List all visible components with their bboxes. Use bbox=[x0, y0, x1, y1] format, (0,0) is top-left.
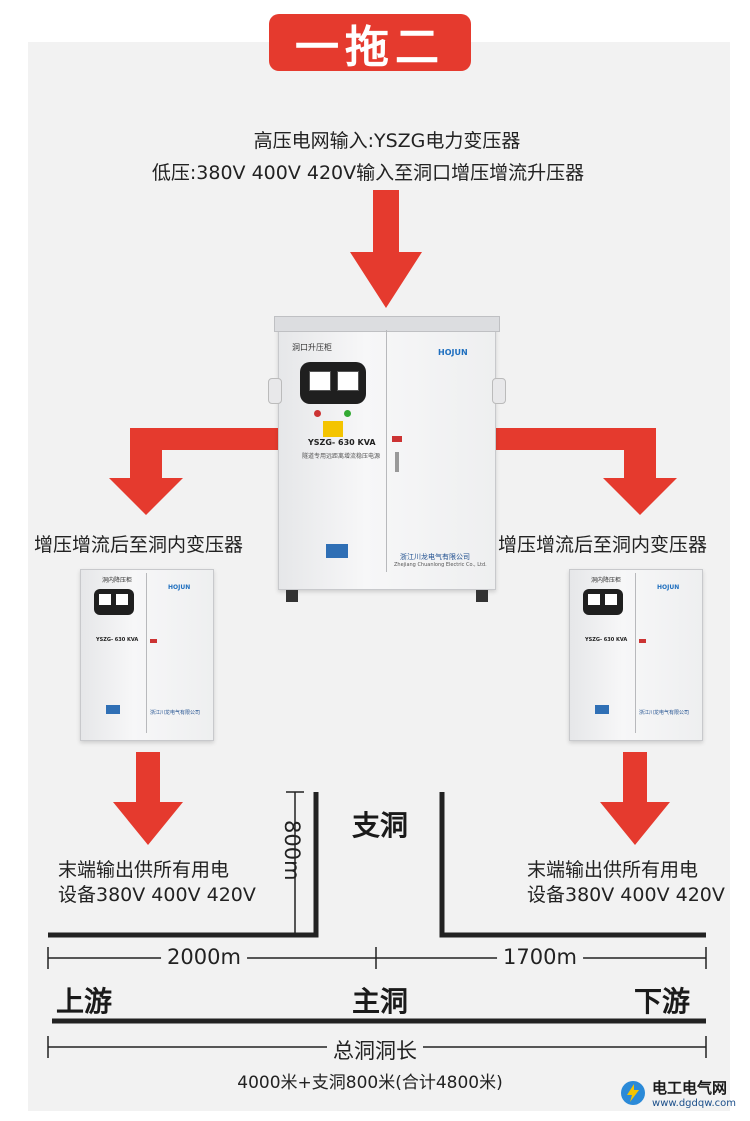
output-right-line1: 末端输出供所有用电 bbox=[527, 859, 699, 881]
main-brand: HOJUN bbox=[438, 348, 468, 357]
main-model-prefix: YSZG- bbox=[308, 438, 336, 447]
main-model-value: 630 bbox=[338, 438, 355, 447]
indicator-red-icon bbox=[314, 410, 321, 417]
ammeter-icon bbox=[337, 371, 359, 391]
right-brand: HOJUN bbox=[657, 584, 680, 591]
main-maker-en: Zhejiang Chuanlong Electric Co., Ltd. bbox=[394, 562, 487, 568]
tunnel-wall-left bbox=[48, 792, 319, 938]
left-brand: HOJUN bbox=[168, 584, 191, 591]
output-label-left: 末端输出供所有用电 设备380V 400V 420V bbox=[58, 858, 256, 908]
input-line-1: 高压电网输入:YSZG电力变压器 bbox=[253, 130, 521, 152]
left-model-prefix: YSZG- bbox=[96, 637, 114, 643]
meter-panel bbox=[300, 362, 366, 404]
ammeter-icon bbox=[605, 594, 617, 605]
cabinet-foot-left bbox=[286, 590, 298, 602]
meter-panel bbox=[583, 589, 623, 615]
diagram-title: 一拖二 bbox=[269, 14, 471, 73]
right-branch-arrow bbox=[493, 428, 677, 515]
branch-label-right: 增压增流后至洞内变压器 bbox=[498, 534, 708, 556]
main-down-arrow bbox=[350, 190, 422, 308]
voltmeter-icon bbox=[588, 594, 600, 605]
warning-label-icon bbox=[323, 421, 343, 437]
door-tag-icon bbox=[639, 639, 646, 643]
right-transformer-cabinet: 洞内降压柜 HOJUN YSZG- 630 KVA 浙江川龙电气有限公司 bbox=[569, 569, 703, 741]
total-length-description: 4000米+支洞800米(合计4800米) bbox=[237, 1073, 503, 1093]
tunnel-wall-right bbox=[439, 792, 706, 938]
output-right-line2: 设备380V 400V 420V bbox=[527, 884, 725, 906]
output-label-right: 末端输出供所有用电 设备380V 400V 420V bbox=[527, 858, 725, 908]
door-seam bbox=[635, 573, 636, 733]
voltmeter-icon bbox=[309, 371, 331, 391]
right-distance-label: 1700m bbox=[497, 945, 583, 969]
ammeter-icon bbox=[116, 594, 128, 605]
door-handle-icon bbox=[395, 452, 399, 472]
door-tag-icon bbox=[392, 436, 402, 442]
right-output-arrow bbox=[600, 752, 670, 845]
main-subtitle: 隧道专用远距离增流稳压电源 bbox=[302, 453, 381, 460]
right-model-prefix: YSZG- bbox=[585, 637, 603, 643]
left-model-value: 630 bbox=[114, 637, 126, 643]
input-line-2: 低压:380V 400V 420V输入至洞口增压增流升压器 bbox=[151, 162, 585, 184]
lifting-lug-left bbox=[268, 378, 282, 404]
main-maker: 浙江川龙电气有限公司 bbox=[400, 553, 470, 561]
watermark-name: 电工电气网 bbox=[652, 1079, 728, 1097]
cabinet-roof bbox=[274, 316, 500, 332]
meter-panel bbox=[94, 589, 134, 615]
cert-badge-icon bbox=[595, 705, 609, 714]
door-seam bbox=[386, 330, 387, 572]
upstream-label: 上游 bbox=[56, 985, 113, 1018]
door-seam bbox=[146, 573, 147, 733]
total-length-label: 总洞洞长 bbox=[327, 1035, 423, 1065]
output-left-line1: 末端输出供所有用电 bbox=[58, 859, 230, 881]
left-distance-label: 2000m bbox=[161, 945, 247, 969]
right-model-unit: KVA bbox=[615, 637, 628, 643]
door-tag-icon bbox=[150, 639, 157, 643]
cert-badge-icon bbox=[106, 705, 120, 714]
left-model-unit: KVA bbox=[126, 637, 139, 643]
left-output-arrow bbox=[113, 752, 183, 845]
lifting-lug-right bbox=[492, 378, 506, 404]
voltmeter-icon bbox=[99, 594, 111, 605]
left-nameplate: 洞内降压柜 bbox=[102, 577, 133, 584]
right-maker: 浙江川龙电气有限公司 bbox=[639, 710, 690, 716]
main-transformer-cabinet: 洞口升压柜 HOJUN YSZG- 630 KVA 隧道专用远距离增流稳压电源 … bbox=[268, 316, 506, 602]
right-nameplate: 洞内降压柜 bbox=[591, 577, 622, 584]
right-model-value: 630 bbox=[603, 637, 615, 643]
cabinet-foot-right bbox=[476, 590, 488, 602]
branch-label-left: 增压增流后至洞内变压器 bbox=[34, 534, 244, 556]
watermark: 电工电气网 www.dgdqw.com bbox=[608, 1079, 736, 1109]
main-tunnel-label: 主洞 bbox=[352, 985, 409, 1018]
indicator-green-icon bbox=[344, 410, 351, 417]
left-branch-arrow bbox=[109, 428, 285, 515]
output-left-line2: 设备380V 400V 420V bbox=[58, 884, 256, 906]
left-transformer-cabinet: 洞内降压柜 HOJUN YSZG- 630 KVA 浙江川龙电气有限公司 bbox=[80, 569, 214, 741]
main-nameplate: 洞口升压柜 bbox=[292, 343, 332, 352]
left-maker: 浙江川龙电气有限公司 bbox=[150, 710, 201, 716]
watermark-url: www.dgdqw.com bbox=[652, 1098, 736, 1109]
main-model-unit: KVA bbox=[357, 438, 376, 447]
downstream-label: 下游 bbox=[634, 985, 691, 1018]
cert-badge-icon bbox=[326, 544, 348, 558]
lightning-logo-icon bbox=[621, 1081, 646, 1105]
branch-tunnel-label: 支洞 bbox=[352, 809, 409, 842]
branch-length-label: 800m bbox=[280, 820, 304, 881]
